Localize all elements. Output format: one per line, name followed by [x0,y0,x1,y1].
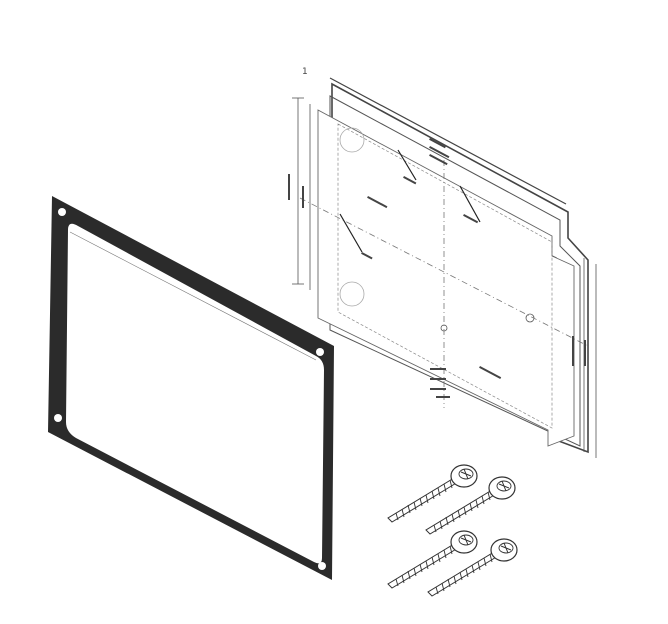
screw-3 [387,530,478,589]
template-front-sheet [317,109,575,447]
leader-line-1 [397,149,417,181]
template-centerline-horizontal [299,197,589,347]
template-cutout-outline [337,123,553,429]
leader-line-3 [339,213,363,253]
template-hole-top-left [339,127,365,153]
gasket-frame [48,196,334,580]
gasket-hole-top-right [316,348,324,356]
template-hole-bottom-left [339,281,365,307]
gasket-highlight [69,231,317,361]
mounting-template-sheet: 1 [288,67,597,458]
gasket-hole-bottom-left [54,414,62,422]
gasket-hole-bottom-right [318,562,326,570]
template-corner-mark: 1 [302,67,308,77]
screws [387,464,518,597]
gasket-body [48,196,334,580]
dimension-top [329,77,567,205]
template-annotation-marks [288,138,586,398]
leader-line-2 [459,185,481,223]
gasket-hole-top-left [58,208,66,216]
template-mid-sheet [329,95,581,447]
